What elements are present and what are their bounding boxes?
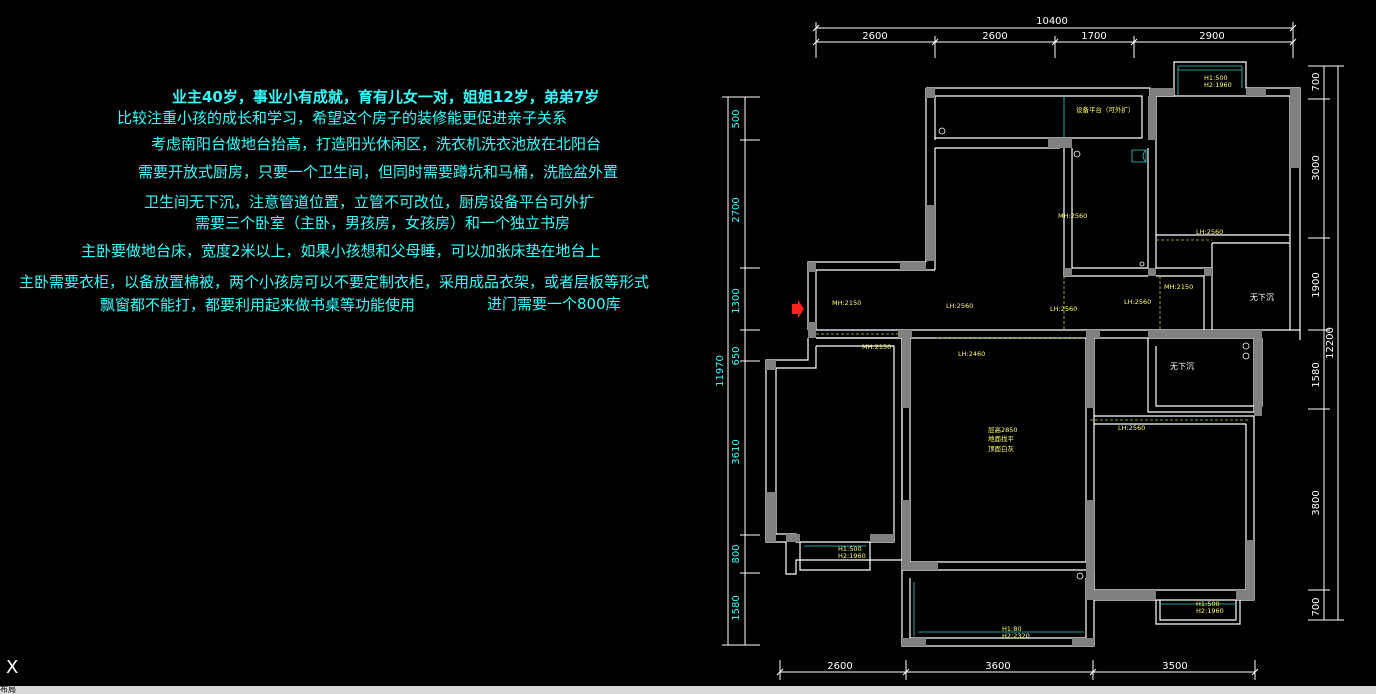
dim-bottom: 3600 <box>985 661 1010 672</box>
bottom-dimensions <box>776 660 1259 680</box>
dim-right: 3800 <box>1311 490 1322 515</box>
dim-top: 2600 <box>862 31 887 42</box>
dim-top-total: 10400 <box>1036 16 1068 27</box>
equipment-platform-label: 设备平台（可外扩） <box>1076 105 1135 114</box>
riser-pipes <box>938 127 1250 580</box>
dim-bottom: 3500 <box>1162 661 1187 672</box>
height-label: LH:2460 <box>958 350 985 358</box>
window-label: H2:1960 <box>1204 81 1232 89</box>
height-label: MH:2560 <box>1058 212 1087 220</box>
right-dimensions <box>1308 65 1344 621</box>
dim-top: 1700 <box>1081 31 1106 42</box>
dim-right: 700 <box>1311 72 1322 91</box>
dim-left: 1580 <box>731 595 742 620</box>
ceiling-info: 顶面白灰 <box>988 444 1015 453</box>
structural-columns <box>766 88 1300 646</box>
layout-tab[interactable]: 布局 <box>0 685 16 694</box>
dim-left: 500 <box>731 109 742 128</box>
entry-arrow-icon <box>792 300 804 318</box>
note-owner: 业主40岁，事业小有成就，育有儿女一对，姐姐12岁，弟弟7岁 <box>172 88 600 106</box>
height-label: LH:2560 <box>946 302 973 310</box>
note-line: 需要三个卧室（主卧，男孩房，女孩房）和一个独立书房 <box>195 214 571 232</box>
dim-right-total: 12200 <box>1325 327 1336 359</box>
no-sink-label: 无下沉 <box>1170 362 1194 371</box>
note-line: 主卧需要衣柜，以备放置棉被，两个小孩房可以不要定制衣柜，采用成品衣架，或者层板等… <box>19 273 650 291</box>
note-line: 主卧要做地台床，宽度2米以上，如果小孩想和父母睡，可以加张床垫在地台上 <box>81 242 601 260</box>
dim-top: 2600 <box>982 31 1007 42</box>
dim-left: 800 <box>731 544 742 563</box>
window-label: H1:500 <box>838 545 862 553</box>
window-label: H1:80 <box>1002 625 1021 633</box>
dim-bottom: 2600 <box>827 661 852 672</box>
dim-top: 2900 <box>1199 31 1224 42</box>
height-label: LH:2560 <box>1124 298 1151 306</box>
window-label: H1:500 <box>1196 600 1220 608</box>
left-dimensions <box>722 96 760 646</box>
no-sink-labels: 无下沉 无下沉 <box>1170 293 1274 371</box>
note-line: 进门需要一个800库 <box>487 295 621 313</box>
height-label: MH:2150 <box>862 343 891 351</box>
ceiling-info: 地面找平 <box>988 434 1015 443</box>
dim-left: 1300 <box>731 288 742 313</box>
dim-left: 2700 <box>731 197 742 222</box>
ucs-axis-icon: X <box>6 657 19 678</box>
dim-right: 3000 <box>1311 155 1322 180</box>
height-label: LH:2560 <box>1118 424 1145 432</box>
dim-right: 1580 <box>1311 362 1322 387</box>
window-label: H1:500 <box>1204 74 1228 82</box>
fixtures <box>804 65 1243 636</box>
requirements-notes: 业主40岁，事业小有成就，育有儿女一对，姐姐12岁，弟弟7岁 比较注重小孩的成长… <box>0 0 720 330</box>
ceiling-info: 层高2850 <box>988 425 1018 434</box>
layout-tab-bar <box>0 686 1376 694</box>
note-line: 卫生间无下沉，注意管道位置，立管不可改位，厨房设备平台可外扩 <box>144 193 595 211</box>
height-label: LH:2560 <box>1050 305 1077 313</box>
dim-left: 650 <box>731 346 742 365</box>
height-label: MH:2150 <box>1164 283 1193 291</box>
note-line: 飘窗都不能打，都要利用起来做书桌等功能使用 <box>100 296 416 314</box>
height-label: LH:2560 <box>1196 228 1223 236</box>
dim-left: 3610 <box>731 439 742 464</box>
no-sink-label: 无下沉 <box>1250 293 1274 302</box>
dim-left-total: 11970 <box>715 355 726 387</box>
dim-right: 700 <box>1311 597 1322 616</box>
door-swings <box>816 239 1250 421</box>
height-label: MH:2150 <box>832 299 861 307</box>
room-labels: H1:500 H2:1960 H1:500 H2:1960 H1:500 H2:… <box>832 74 1232 640</box>
note-line: 需要开放式厨房，只要一个卫生间，但同时需要蹲坑和马桶，洗脸盆外置 <box>138 163 619 181</box>
window-label: H2:2320 <box>1002 632 1030 640</box>
dim-right: 1900 <box>1311 272 1322 297</box>
note-line: 比较注重小孩的成长和学习，希望这个房子的装修能更促进亲子关系 <box>117 109 568 127</box>
top-dimensions <box>812 22 1297 58</box>
window-label: H2:1960 <box>1196 607 1224 615</box>
window-label: H2:1960 <box>838 552 866 560</box>
note-line: 考虑南阳台做地台抬高，打造阳光休闲区，洗衣机洗衣池放在北阳台 <box>151 135 602 153</box>
